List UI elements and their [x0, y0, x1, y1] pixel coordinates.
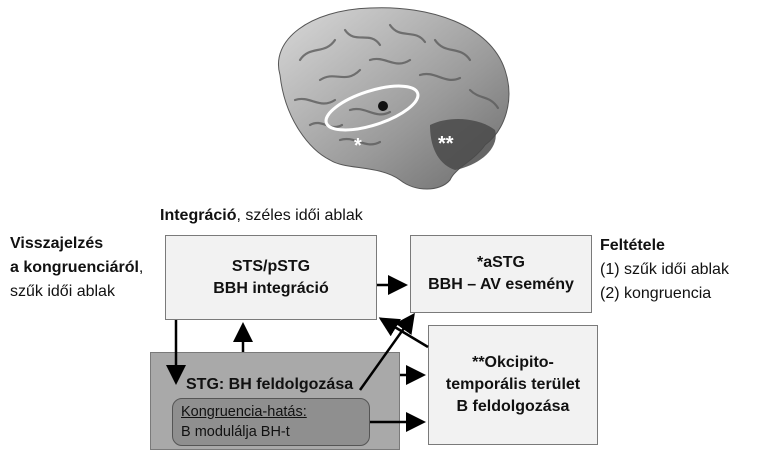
occipitotemporal-box: **Okcipito- temporális terület B feldolg…: [428, 325, 598, 445]
astg-box-line1: *aSTG: [476, 254, 525, 271]
single-asterisk-marker: *: [354, 135, 362, 157]
okc-box-line3: B feldolgozása: [456, 398, 570, 415]
condition-item-1: (1) szűk idői ablak: [600, 261, 729, 278]
congruence-line2: B modulálja BH-t: [181, 424, 290, 440]
arrow-stg-to-astg: [358, 312, 415, 391]
okc-box-line1: **Okcipito-: [472, 354, 554, 371]
feedback-text: Visszajelzés a kongruenciáról, szűk idői…: [10, 232, 143, 304]
feedback-comma: ,: [138, 259, 144, 276]
astg-box-line2: BBH – AV esemény: [428, 276, 574, 293]
sts-ellipse: [324, 84, 420, 132]
sts-pstg-box: STS/pSTG BBH integráció: [165, 235, 377, 320]
arrow-okc-to-astg: [378, 317, 429, 349]
condition-item-2: (2) kongruencia: [600, 285, 712, 302]
feedback-line2: a kongruenciáról: [10, 259, 139, 276]
integration-bold: Integráció: [160, 207, 237, 224]
astg-box: *aSTG BBH – AV esemény: [410, 235, 592, 313]
feedback-line1: Visszajelzés: [10, 235, 104, 252]
brain-illustration: * **: [278, 7, 510, 190]
okc-box-line2: temporális terület: [445, 376, 581, 393]
brain-gyri: [293, 23, 500, 146]
conditions-list: Feltétele (1) szűk idői ablak (2) kongru…: [600, 234, 729, 306]
feedback-line2-wrap: a kongruenciáról,: [10, 256, 143, 280]
feedback-line3: szűk idői ablak: [10, 283, 115, 300]
congruence-line1: Kongruencia-hatás:: [181, 404, 307, 420]
stg-box-label: STG: BH feldolgozása: [186, 376, 354, 393]
double-asterisk-marker: **: [438, 133, 454, 155]
integration-heading: Integráció, széles idői ablak: [160, 204, 363, 228]
sts-box-line2: BBH integráció: [213, 279, 329, 297]
conditions-title: Feltétele: [600, 237, 665, 254]
sts-dot: [378, 101, 388, 111]
sts-box-line1: STS/pSTG: [231, 257, 311, 275]
congruence-effect-box: Kongruencia-hatás: B modulálja BH-t: [172, 398, 370, 446]
integration-rest: , széles idői ablak: [236, 207, 363, 224]
temporal-dark-region: [430, 118, 496, 170]
